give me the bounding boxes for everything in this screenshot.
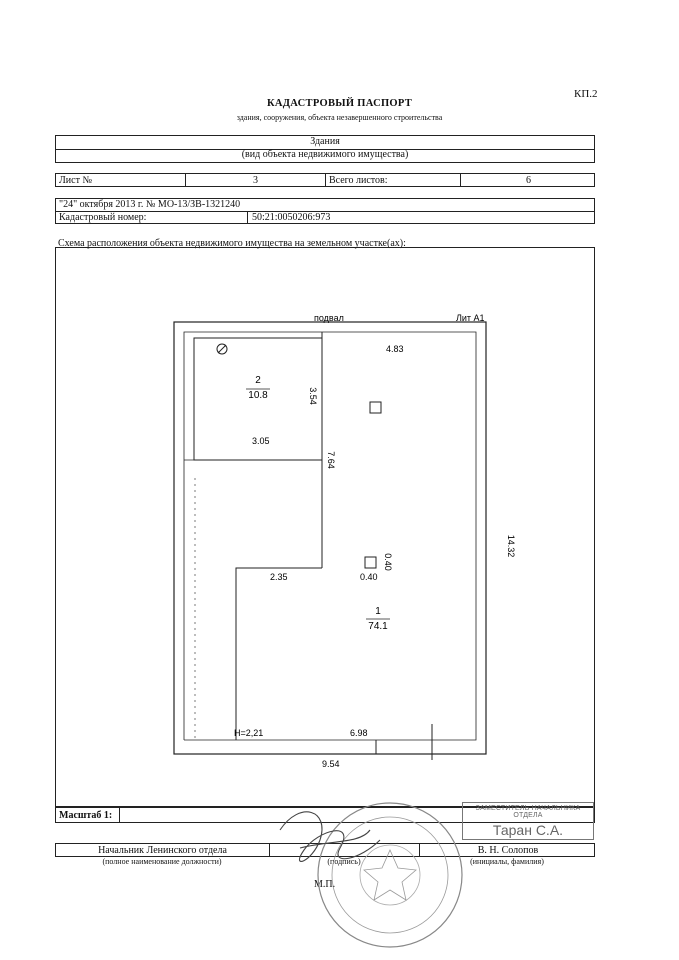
dim-small-room-width: 3.05 xyxy=(252,436,270,446)
floor-plan: подвал Лит А1 4.83 3.54 3.05 7.64 14.32 … xyxy=(173,313,516,769)
name-caption: (инициалы, фамилия) xyxy=(470,857,544,866)
object-type-box: Здания (вид объекта недвижимого имуществ… xyxy=(55,135,595,163)
object-type: Здания xyxy=(310,136,340,147)
room-2-number: 2 xyxy=(255,375,261,386)
meter-icon xyxy=(216,343,228,355)
room-1-area: 74.1 xyxy=(368,621,388,632)
document-title: КАДАСТРОВЫЙ ПАСПОРТ xyxy=(266,98,413,109)
sheet-row: Лист № 3 Всего листов: 6 xyxy=(55,173,595,187)
dim-bottom-inner: 6.98 xyxy=(350,728,368,738)
cadastral-label: Кадастровый номер: xyxy=(56,211,248,224)
position: Начальник Ленинского отдела xyxy=(56,844,270,856)
stamp-title: ЗАМЕСТИТЕЛЬ НАЧАЛЬНИКА ОТДЕЛА xyxy=(475,805,581,819)
caption-row: (полное наименование должности) (подпись… xyxy=(55,857,595,869)
inner-wall xyxy=(183,331,477,741)
form-code: КП.2 xyxy=(574,88,598,100)
total-sheets-number: 6 xyxy=(526,175,531,186)
column-square xyxy=(369,401,382,414)
step-wall xyxy=(235,567,322,740)
dim-column-w: 0.40 xyxy=(360,572,378,582)
divider xyxy=(56,149,594,150)
dim-top-right: 4.83 xyxy=(386,344,404,354)
lit-label: Лит А1 xyxy=(456,313,485,323)
sheet-number: 3 xyxy=(186,174,326,186)
object-type-caption: (вид объекта недвижимого имущества) xyxy=(241,149,409,160)
scale-row: Масштаб 1: xyxy=(55,807,595,823)
dim-right-vertical: 14.32 xyxy=(506,535,516,558)
signature-icon xyxy=(279,811,381,862)
round-seal-icon xyxy=(317,802,463,948)
document-date-number: "24" октября 2013 г. № МО-13/ЗВ-1321240 xyxy=(59,199,241,210)
dim-left-vertical: 7.64 xyxy=(326,451,336,469)
column-square xyxy=(364,556,377,569)
scheme-caption: Схема расположения объекта недвижимого и… xyxy=(58,238,406,249)
document-box: "24" октября 2013 г. № МО-13/ЗВ-1321240 … xyxy=(55,198,595,224)
position-caption: (полное наименование должности) xyxy=(102,857,222,866)
outer-wall xyxy=(173,321,487,755)
signature-cell xyxy=(270,844,420,856)
seal-and-signature xyxy=(279,802,463,948)
dim-bottom-total: 9.54 xyxy=(322,759,340,769)
stamp-place: М.П. xyxy=(314,879,336,890)
room-1-number: 1 xyxy=(375,606,381,617)
total-sheets-label: Всего листов: xyxy=(326,174,461,186)
dim-height: Н=2,21 xyxy=(234,728,263,738)
dim-step-width: 2.35 xyxy=(270,572,288,582)
signer-name: В. Н. Солопов xyxy=(477,845,539,856)
cadastral-number: 50:21:0050206:973 xyxy=(252,212,331,223)
dim-small-room-height: 3.54 xyxy=(308,387,318,405)
room-2-area: 10.8 xyxy=(248,390,268,401)
sheet-label: Лист № xyxy=(56,174,186,186)
name-stamp: ЗАМЕСТИТЕЛЬ НАЧАЛЬНИКА ОТДЕЛА Таран С.А. xyxy=(462,802,594,840)
dim-column-h: 0.40 xyxy=(383,553,393,571)
stamp-name: Таран С.А. xyxy=(492,822,564,838)
scale-label: Масштаб 1: xyxy=(56,808,120,822)
signature-caption: (подпись) xyxy=(327,857,361,866)
divider xyxy=(56,211,594,212)
floor-label: подвал xyxy=(314,313,344,323)
scheme-frame: подвал Лит А1 4.83 3.54 3.05 7.64 14.32 … xyxy=(55,247,595,807)
document-subtitle: здания, сооружения, объекта незавершенно… xyxy=(236,113,443,122)
meter-icon xyxy=(217,344,227,354)
